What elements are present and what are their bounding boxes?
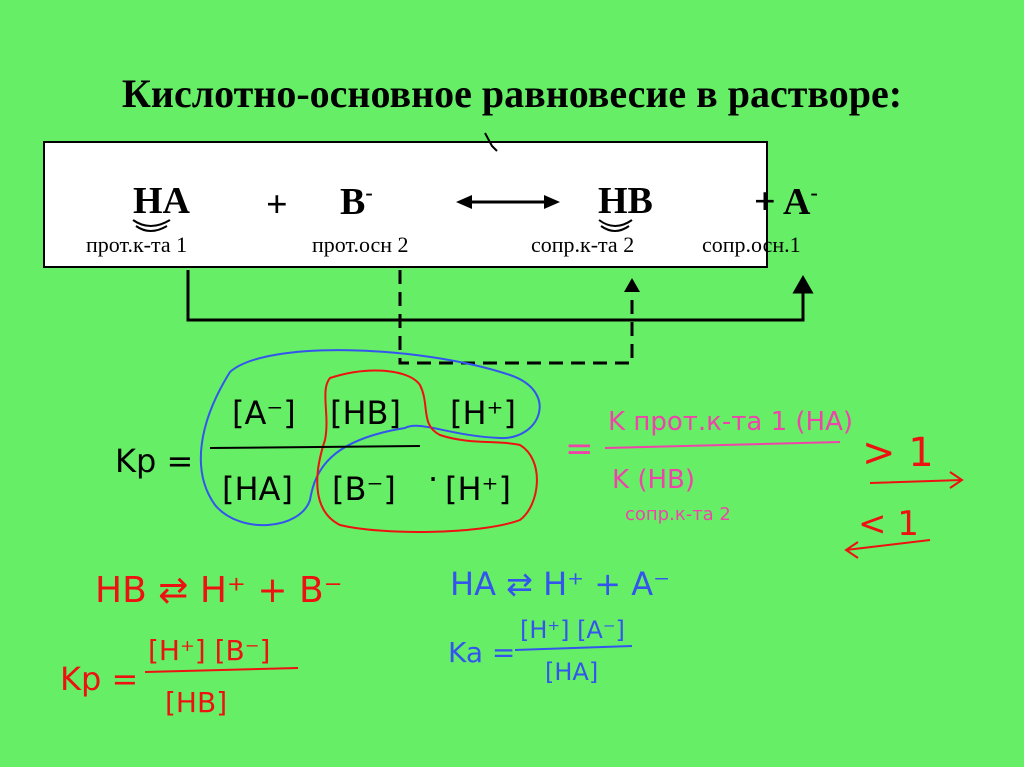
label-ha: прот.к-та 1: [86, 232, 188, 257]
black-kp-text: Kp =: [115, 442, 193, 480]
a-symbol: + A-: [754, 180, 818, 223]
pink-ratio: = K прот.к-та 1 (HA) K (HB) сопр.к-та 2: [565, 407, 853, 525]
red-loop: [316, 369, 538, 533]
den-ha-text: [HA]: [222, 470, 293, 508]
blue-loop: [199, 349, 541, 526]
pink-sub-text: сопр.к-та 2: [625, 504, 731, 525]
plus-a-text: + A: [754, 181, 811, 223]
dashed-arrowhead: [624, 278, 640, 292]
slide-title: Кислотно-основное равновесие в растворе:: [121, 71, 903, 116]
red-dissociation: HB ⇄ H⁺ + B⁻ Kp = [H⁺] [B⁻] [HB]: [60, 570, 343, 719]
pink-num-text: K прот.к-та 1 (HA): [608, 407, 853, 437]
red-den-text: [HB]: [165, 686, 227, 719]
blue-ka-text: Ka =: [448, 636, 515, 669]
comparison-marks: > 1 < 1: [844, 430, 964, 559]
pink-eq-text: =: [565, 429, 594, 469]
pink-den-text: K (HB): [612, 465, 695, 495]
plus-sign: +: [266, 184, 288, 226]
blue-num-text: [H⁺] [A⁻]: [520, 616, 625, 644]
black-fraction: Kp = [A⁻] [HB] [H⁺] [HA] [B⁻] · [H⁺]: [115, 394, 516, 508]
solid-connector: [186, 270, 814, 322]
blue-dissociation: HA ⇄ H⁺ + A⁻ Ka = [H⁺] [A⁻] [HA]: [448, 565, 670, 686]
red-num-text: [H⁺] [B⁻]: [148, 634, 270, 667]
label-a: сопр.осн.1: [702, 232, 801, 257]
label-hb: сопр.к-та 2: [531, 232, 635, 257]
blue-eq1-text: HA ⇄ H⁺ + A⁻: [450, 565, 670, 603]
lt1-text: < 1: [858, 504, 919, 544]
b-letter: B: [340, 181, 366, 223]
label-b: прот.осн 2: [312, 232, 409, 257]
h-underline-marks: [132, 219, 633, 232]
equilibrium-arrow: [456, 195, 560, 209]
blue-den-text: [HA]: [545, 658, 598, 686]
den-h-text: [H⁺]: [445, 470, 511, 508]
den-b-text: [B⁻]: [332, 470, 396, 508]
hb-symbol: HB: [598, 180, 653, 222]
num-h-text: [H⁺]: [450, 394, 516, 432]
den-dot-text: ·: [428, 460, 438, 498]
a-charge: -: [810, 180, 818, 205]
dashed-connector: [398, 270, 634, 365]
red-kp-text: Kp =: [60, 660, 138, 698]
b-charge: -: [365, 180, 373, 205]
ha-symbol: HA: [133, 180, 190, 222]
red-eq1-text: HB ⇄ H⁺ + B⁻: [95, 570, 343, 611]
equation-box: [43, 141, 768, 268]
gt1-text: > 1: [862, 430, 934, 476]
num-a-text: [A⁻]: [232, 394, 296, 432]
num-hb-text: [HB]: [330, 394, 401, 432]
cursor-mark: [484, 132, 498, 152]
b-symbol: B-: [340, 180, 373, 223]
